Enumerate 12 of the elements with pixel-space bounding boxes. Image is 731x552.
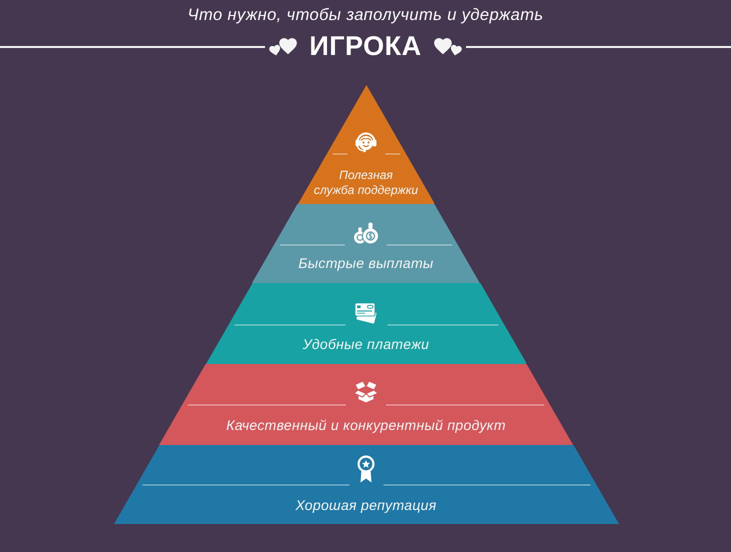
headline: ИГРОКА [309, 31, 422, 61]
tier-label: Быстрые выплаты [298, 255, 434, 271]
tier-label: Полезная служба поддержки [314, 168, 418, 197]
tier-label: Качественный и конкурентный продукт [226, 417, 506, 433]
tier-label: Хорошая репутация [295, 497, 437, 513]
title: Что нужно, чтобы заполучить и удержать [188, 6, 544, 24]
pyramid-tier [158, 364, 574, 445]
pyramid-tier [298, 85, 434, 204]
pyramid-tier [206, 283, 526, 364]
tier-label: Удобные платежи [302, 336, 430, 352]
pyramid-tier [252, 204, 480, 283]
pyramid-tier [114, 445, 618, 524]
